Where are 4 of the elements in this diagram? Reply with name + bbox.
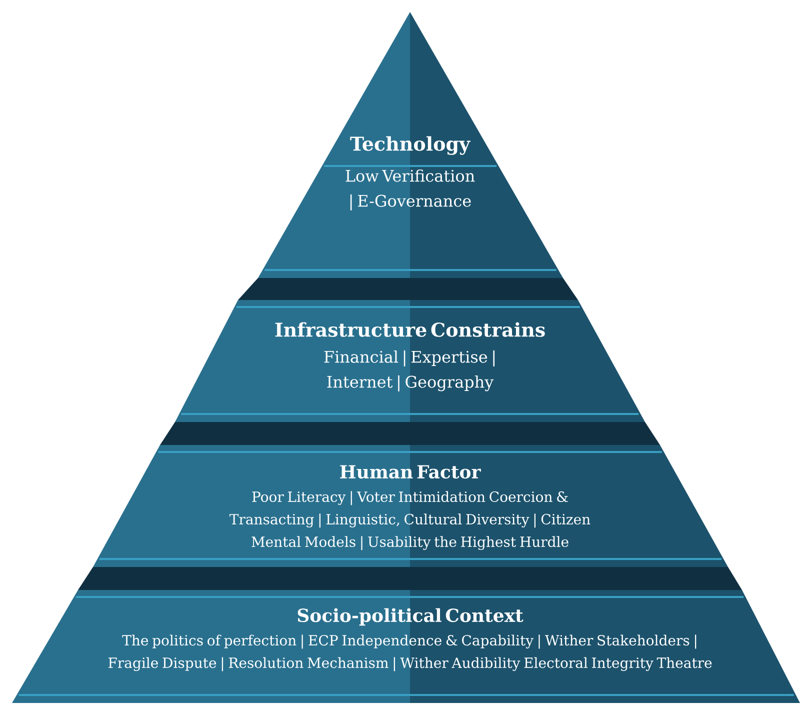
pyramid-tier: Human Factor Poor Literacy | Voter Intimidation Coercion & Transacting | Linguistic, Cultural Diversity | Citizen Mental Models | Usability the Highest Hurdle <box>93 422 728 567</box>
pyramid-tier: Infrastructure Constrains Financial | Expertise | Internet | Geography <box>175 278 645 422</box>
pyramid-tier: Technology Low Verification | E-Governance <box>258 12 563 278</box>
pyramid-tier: Socio-political Context The politics of perfection | ECP Independence & Capability | Wither Stakeholders | Fragile Dispute | Resolution Mechanism | Wither Audibility Electoral Integrity Theatre <box>12 567 800 703</box>
